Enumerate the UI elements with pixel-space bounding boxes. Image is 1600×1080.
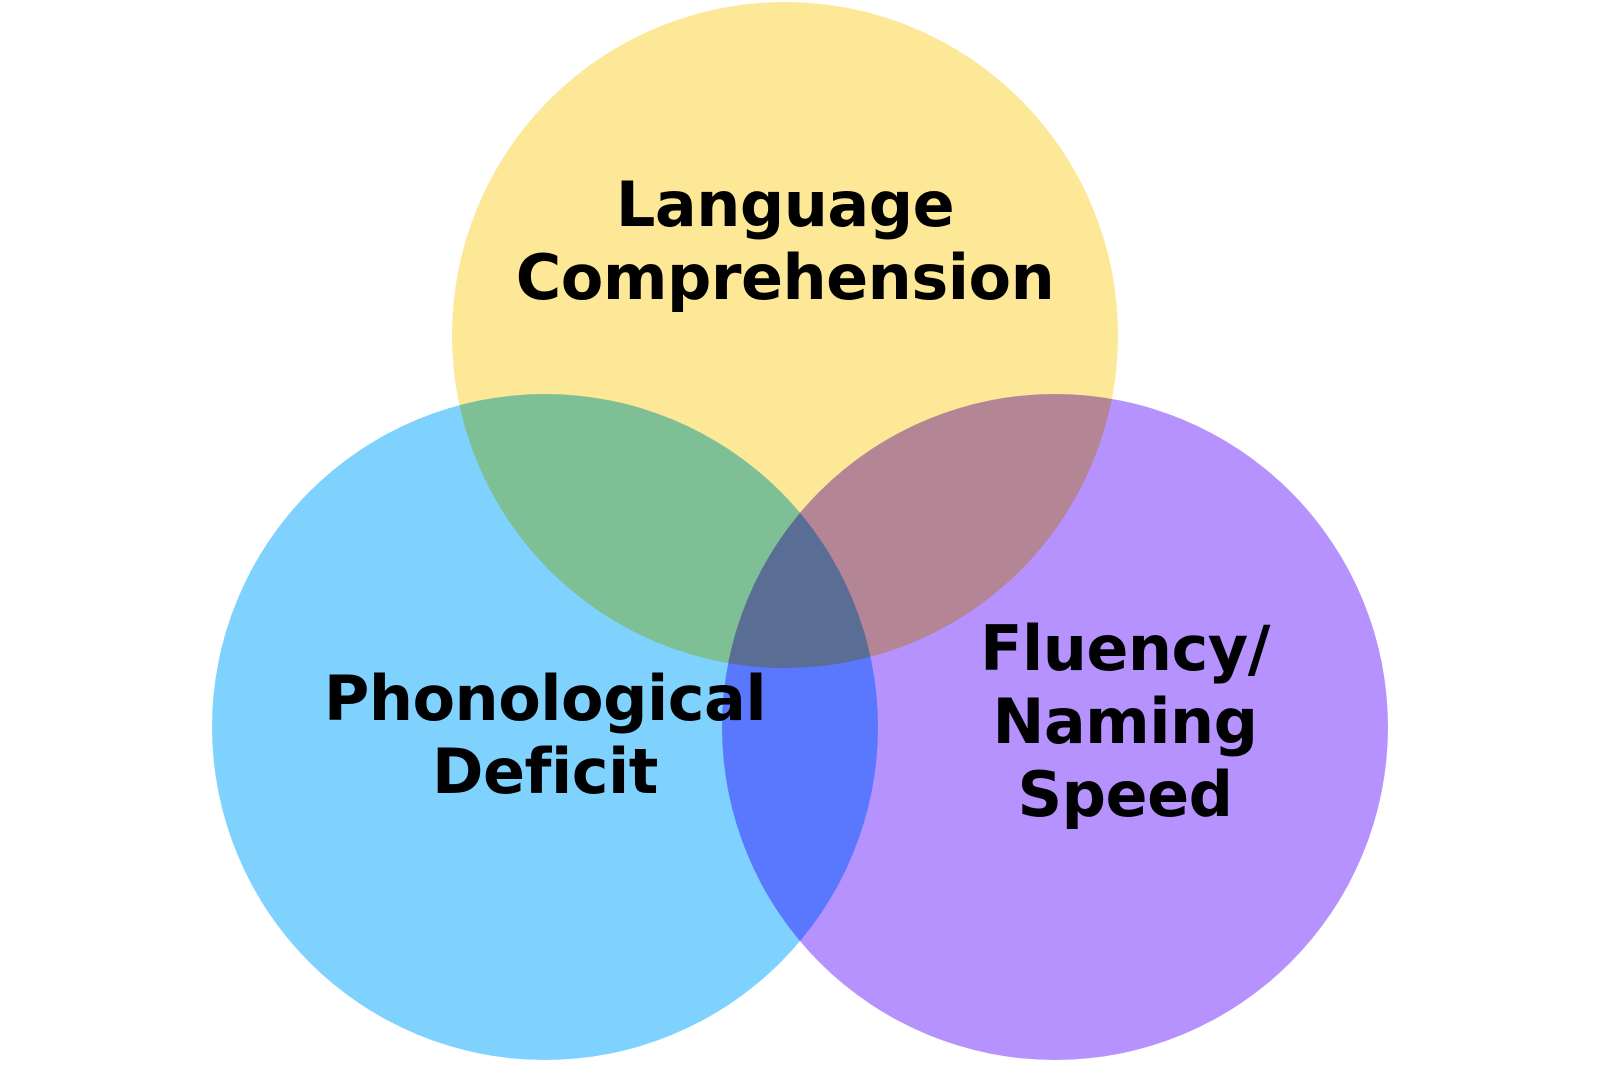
circle-fluency-naming-speed[interactable] — [722, 394, 1388, 1060]
circle-phonological-deficit[interactable] — [212, 394, 878, 1060]
